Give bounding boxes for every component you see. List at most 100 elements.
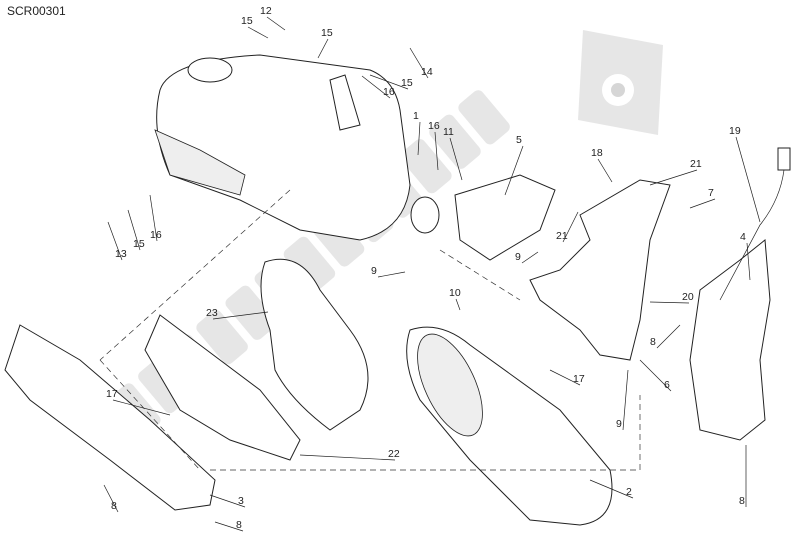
callout-label: 18 xyxy=(591,147,603,159)
callout-label: 8 xyxy=(650,336,656,348)
callout-label: 9 xyxy=(515,251,521,263)
callout-15: 15 xyxy=(127,209,145,251)
leader-line xyxy=(649,301,690,304)
callout-label: 3 xyxy=(238,495,244,507)
leader-line xyxy=(247,26,269,39)
callout-label: 17 xyxy=(106,388,118,400)
callout-label: 13 xyxy=(115,248,127,260)
leader-line xyxy=(449,137,463,181)
callout-17: 17 xyxy=(106,388,171,416)
watermark-letter-block xyxy=(283,236,336,291)
callout-23: 23 xyxy=(206,307,269,320)
callout-label: 9 xyxy=(616,418,622,430)
callout-label: 8 xyxy=(236,519,242,531)
callout-label: 9 xyxy=(371,265,377,277)
callout-22: 22 xyxy=(299,448,400,461)
leader-line xyxy=(746,242,751,281)
callout-21: 21 xyxy=(556,211,579,243)
callout-6: 6 xyxy=(639,359,672,392)
leader-line xyxy=(112,399,171,416)
callout-8: 8 xyxy=(214,519,244,532)
callout-label: 6 xyxy=(664,379,670,391)
callout-8: 8 xyxy=(739,445,747,507)
leader-line xyxy=(597,158,613,183)
diagram-code: SCR00301 xyxy=(7,4,66,18)
leader-line xyxy=(589,479,634,499)
callout-label: 15 xyxy=(321,27,333,39)
callout-8: 8 xyxy=(650,324,681,349)
callout-label: 15 xyxy=(401,77,413,89)
callout-10: 10 xyxy=(449,287,461,311)
leader-line xyxy=(317,38,329,59)
muffler-body xyxy=(154,54,411,241)
callout-label: 8 xyxy=(111,500,117,512)
lower-covers xyxy=(4,314,301,511)
callout-label: 21 xyxy=(556,230,568,242)
callout-11: 11 xyxy=(443,126,463,181)
callout-5: 5 xyxy=(504,134,524,196)
leader-line xyxy=(214,521,244,532)
heat-shield-4 xyxy=(689,239,771,441)
leader-line xyxy=(549,369,581,386)
callout-label: 4 xyxy=(740,231,746,243)
callout-1: 1 xyxy=(413,110,421,156)
callout-label: 16 xyxy=(428,120,440,132)
callout-8: 8 xyxy=(103,484,119,513)
callout-label: 1 xyxy=(413,110,419,122)
callout-4: 4 xyxy=(740,231,751,281)
callout-7: 7 xyxy=(689,187,716,209)
leader-line xyxy=(212,311,269,320)
callout-label: 16 xyxy=(150,229,162,241)
callout-2: 2 xyxy=(589,479,634,499)
callout-16: 16 xyxy=(361,75,395,99)
leader-line xyxy=(689,198,716,209)
leader-line xyxy=(103,484,119,513)
leader-line xyxy=(417,121,421,156)
leader-line xyxy=(639,359,672,392)
callout-label: 11 xyxy=(443,126,454,138)
callout-21: 21 xyxy=(649,158,702,186)
callout-18: 18 xyxy=(591,147,613,183)
callout-label: 17 xyxy=(573,373,585,385)
leader-line xyxy=(369,74,409,90)
heat-shield-23 xyxy=(260,258,369,431)
leader-line xyxy=(649,169,698,186)
callout-label: 20 xyxy=(682,291,694,303)
callout-13: 13 xyxy=(107,221,127,261)
callout-label: 22 xyxy=(388,448,400,460)
leader-line xyxy=(562,211,579,243)
callout-label: 15 xyxy=(133,238,145,250)
header-pipes xyxy=(410,174,671,361)
leader-line xyxy=(149,194,158,242)
watermark-letter-block xyxy=(429,114,481,169)
leader-line xyxy=(361,75,391,99)
callout-15: 15 xyxy=(317,27,333,59)
leader-line xyxy=(656,324,681,349)
leader-line xyxy=(735,136,761,223)
callout-label: 5 xyxy=(516,134,522,146)
watermark-letter-block xyxy=(196,310,248,365)
callout-label: 15 xyxy=(241,15,253,27)
callout-16: 16 xyxy=(428,120,440,171)
callout-20: 20 xyxy=(649,291,694,304)
side-cover-2 xyxy=(406,326,613,526)
callout-15: 15 xyxy=(241,15,269,39)
leader-line xyxy=(521,251,539,264)
callout-label: 19 xyxy=(729,125,741,137)
leader-line xyxy=(455,298,461,311)
callout-17: 17 xyxy=(549,369,585,386)
callout-9: 9 xyxy=(616,369,629,431)
callout-label: 10 xyxy=(449,287,461,299)
callout-3: 3 xyxy=(209,494,246,508)
callout-16: 16 xyxy=(149,194,162,242)
callout-label: 8 xyxy=(739,495,745,507)
callout-label: 12 xyxy=(260,5,272,17)
callout-12: 12 xyxy=(260,5,286,31)
callout-label: 16 xyxy=(383,86,395,98)
callout-label: 21 xyxy=(690,158,702,170)
leader-line xyxy=(107,221,123,261)
leader-line xyxy=(377,271,406,278)
